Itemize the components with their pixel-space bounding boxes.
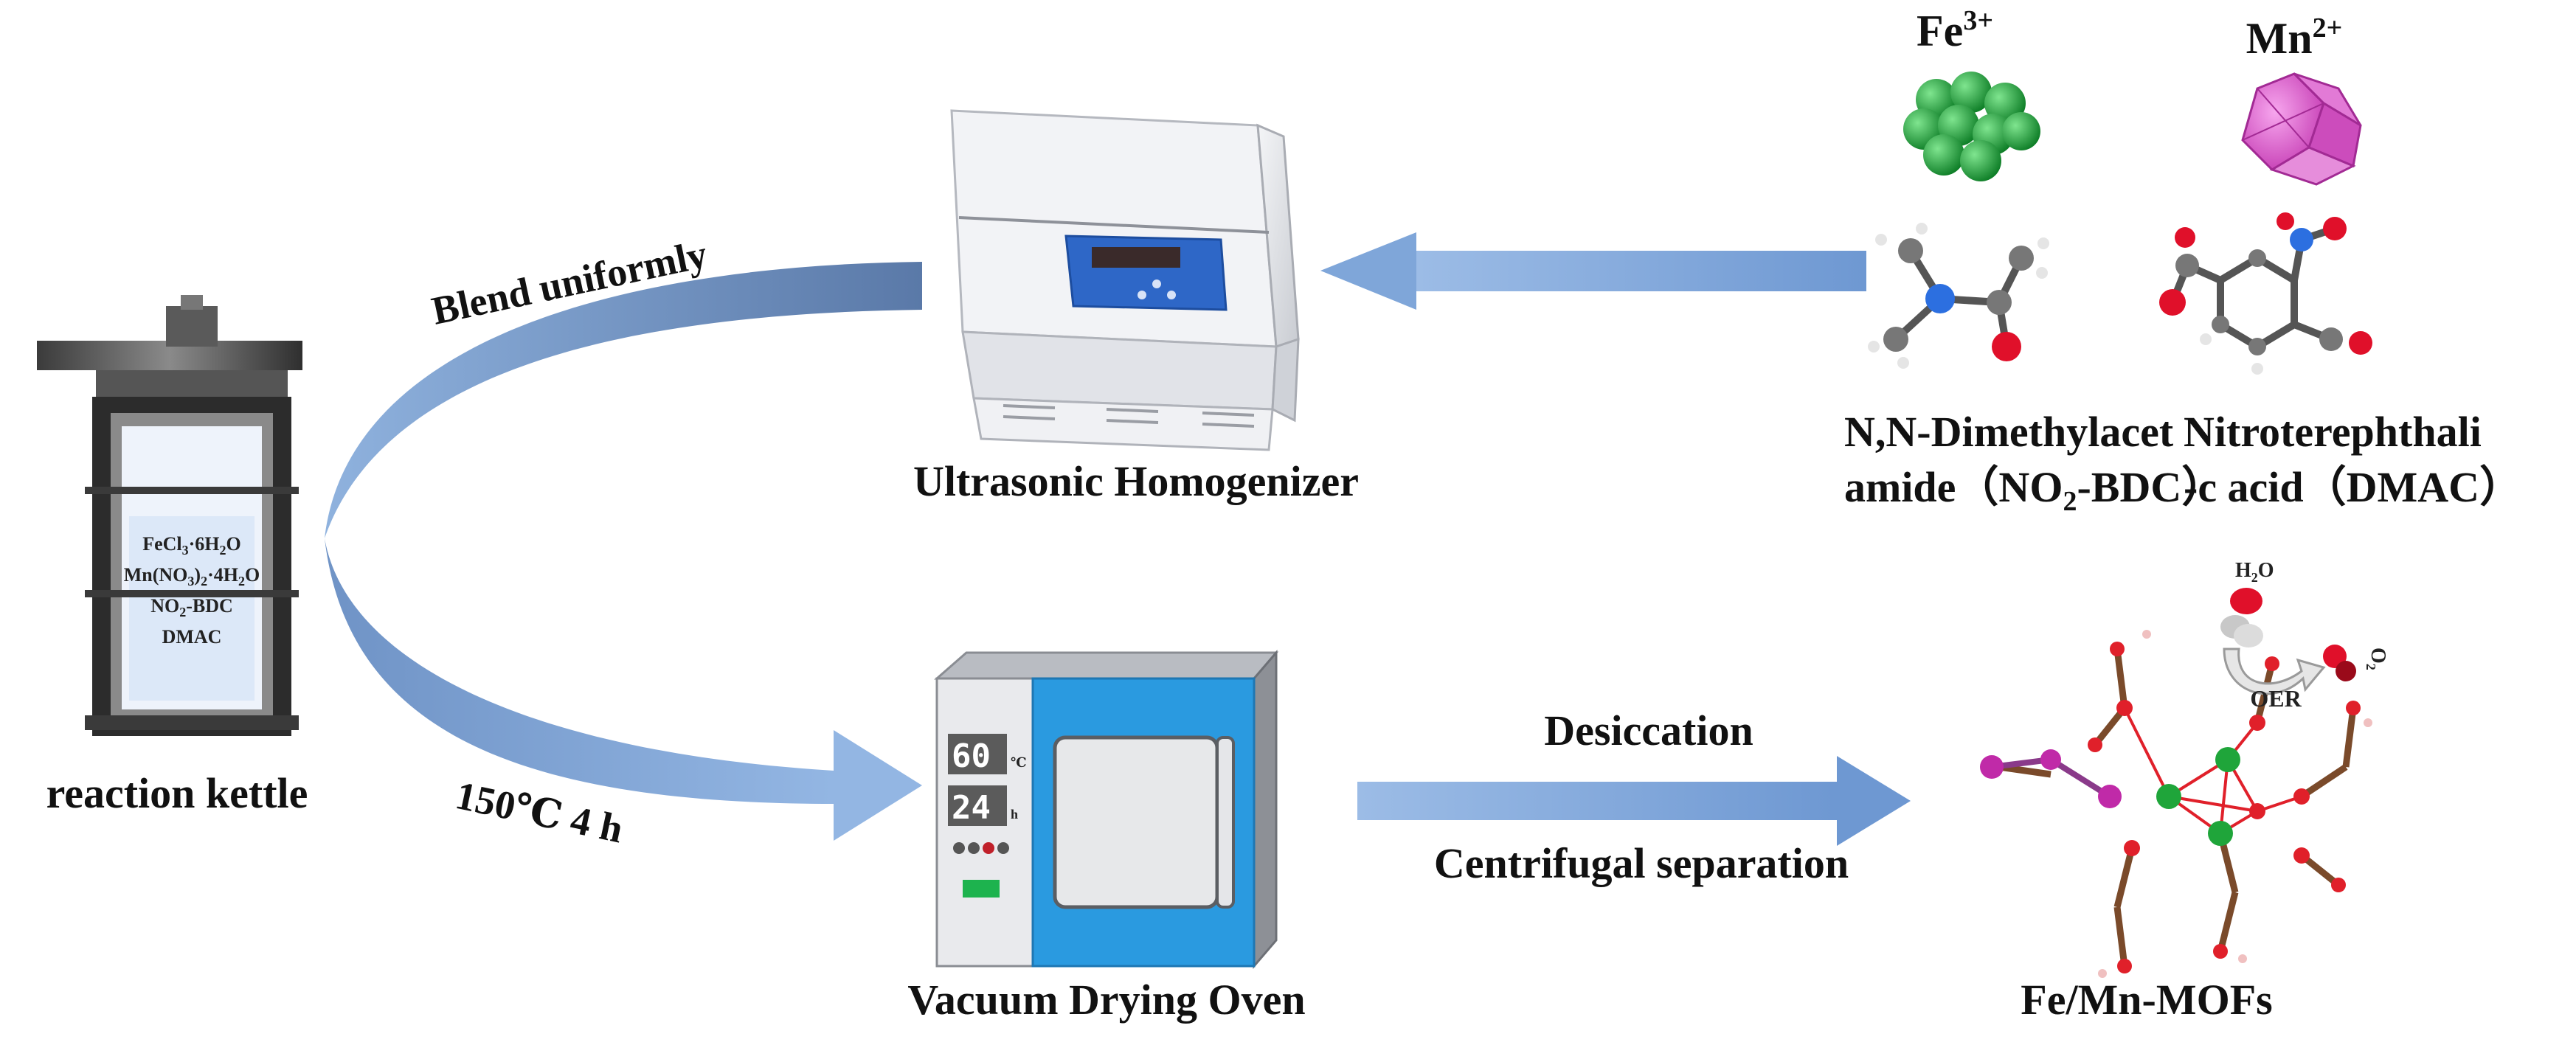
mn-crystal-illustration [2241, 72, 2362, 186]
reaction-kettle-label: reaction kettle [46, 769, 308, 817]
reagent-dmac: DMAC [162, 626, 222, 648]
vacuum-oven-illustration [934, 649, 1279, 970]
h2o-label: H2O [2235, 559, 2274, 585]
reagent-fecl3: FeCl3·6H2O [142, 533, 241, 558]
h2o-molecule-illustration [2220, 588, 2263, 648]
centrifugal-separation-label: Centrifugal separation [1434, 839, 1849, 887]
o2-label: O2 [2364, 648, 2389, 670]
nitro-label-line1: Nitroterephthali [2184, 408, 2482, 456]
product-label: Fe/Mn-MOFs [2021, 976, 2272, 1024]
reaction-kettle-illustration [37, 295, 302, 736]
reagent-mn-nitrate: Mn(NO3)2·4H2O [124, 564, 260, 589]
mof-structure-illustration [1980, 630, 2372, 978]
fe-cluster-illustration [1903, 72, 2040, 181]
oven-to-product-arrow [1357, 756, 1911, 846]
reagent-to-homogenizer-arrow [1320, 232, 1866, 310]
oer-curved-arrow [2223, 648, 2326, 695]
upper-arc-arrow [325, 262, 922, 538]
ultrasonic-homogenizer-label: Ultrasonic Homogenizer [913, 457, 1359, 505]
oven-temp-unit: ℃ [1011, 755, 1027, 770]
vacuum-oven-label: Vacuum Drying Oven [907, 976, 1305, 1024]
oven-time-value: 24 [952, 789, 991, 827]
molecule-right-illustration [2159, 212, 2372, 375]
dmac-label-line1: N,N-Dimethylacet [1844, 408, 2174, 456]
desiccation-label: Desiccation [1544, 706, 1753, 754]
lower-arc-arrowhead [834, 730, 922, 841]
mn-ion-label: Mn2+ [2246, 13, 2343, 63]
oven-time-unit: h [1011, 807, 1018, 822]
lower-arc-arrow [325, 538, 834, 804]
reagent-no2-bdc: NO2-BDC [150, 595, 233, 619]
molecule-left-illustration [1868, 223, 2049, 369]
dmac-label-line2: amide（NO2-BDC） [1844, 463, 2224, 517]
o2-molecule-illustration [2323, 645, 2356, 681]
oven-temp-value: 60 [952, 737, 991, 775]
nitro-label-line2: -c acid（DMAC） [2184, 463, 2522, 511]
oer-label: OER [2250, 685, 2302, 712]
ultrasonic-homogenizer-illustration [950, 109, 1300, 451]
fe-ion-label: Fe3+ [1917, 5, 1993, 55]
